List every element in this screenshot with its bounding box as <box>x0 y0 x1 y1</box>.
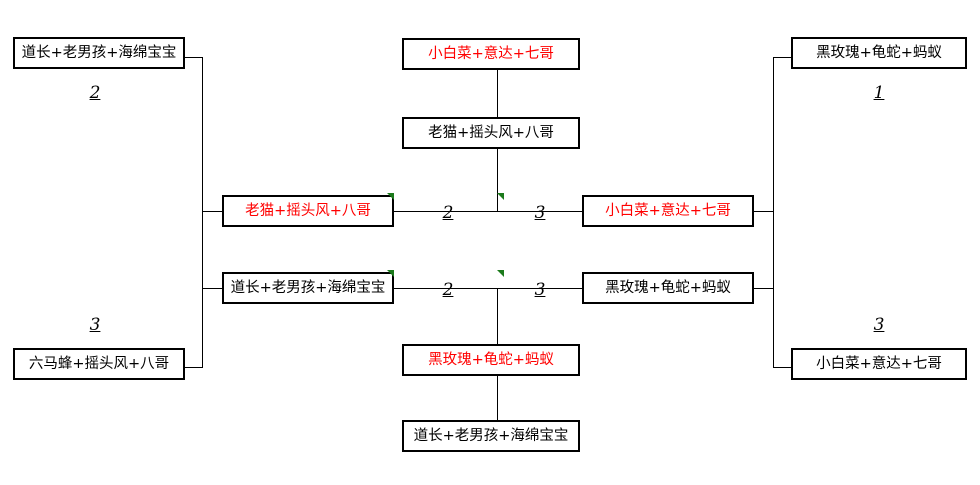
right-bottom-rank: 3 <box>873 315 885 335</box>
left-inner-lower-box[interactable]: 道长+老男孩+海绵宝宝 <box>222 272 394 304</box>
center-lower-match-line <box>394 288 582 289</box>
center-upper-right-rank: 3 <box>534 203 546 223</box>
center-connector-lower-match-3 <box>497 288 498 344</box>
left-inner-upper-box-label: 老猫+摇头风+八哥 <box>245 202 371 219</box>
right-top-rank: 1 <box>873 83 885 103</box>
right-upper-inner-to-spine <box>754 211 774 212</box>
left-top-box-stub <box>185 57 203 58</box>
green-corner-marker-icon-3 <box>497 193 504 200</box>
left-bottom-box[interactable]: 六马蜂+摇头风+八哥 <box>13 348 185 380</box>
left-bottom-box-label: 六马蜂+摇头风+八哥 <box>28 355 170 372</box>
right-outer-spine <box>773 57 774 368</box>
right-bottom-box-stub <box>773 367 791 368</box>
left-bottom-box-stub <box>185 367 203 368</box>
center-lower-right-rank: 3 <box>534 280 546 300</box>
center-box-1[interactable]: 小白菜+意达+七哥 <box>402 38 580 70</box>
center-connector-2-upper-match <box>497 149 498 211</box>
left-spine-to-lower-inner <box>202 288 223 289</box>
left-inner-lower-box-label: 道长+老男孩+海绵宝宝 <box>230 279 386 296</box>
left-top-box-label: 道长+老男孩+海绵宝宝 <box>21 44 177 61</box>
left-inner-upper-box[interactable]: 老猫+摇头风+八哥 <box>222 195 394 227</box>
right-top-box-stub <box>773 57 791 58</box>
right-inner-lower-box-label: 黑玫瑰+龟蛇+蚂蚁 <box>605 279 731 296</box>
center-lower-left-rank: 2 <box>442 280 454 300</box>
right-inner-lower-box[interactable]: 黑玫瑰+龟蛇+蚂蚁 <box>582 272 754 304</box>
right-top-box-label: 黑玫瑰+龟蛇+蚂蚁 <box>816 44 942 61</box>
center-connector-1-2 <box>497 70 498 117</box>
center-box-2[interactable]: 老猫+摇头风+八哥 <box>402 117 580 149</box>
center-box-3-label: 黑玫瑰+龟蛇+蚂蚁 <box>428 351 554 368</box>
right-bottom-box-label: 小白菜+意达+七哥 <box>816 355 942 372</box>
green-corner-marker-icon-1 <box>387 193 394 200</box>
green-corner-marker-icon-4 <box>497 270 504 277</box>
left-top-rank: 2 <box>89 83 101 103</box>
center-connector-3-4 <box>497 376 498 420</box>
center-upper-match-line <box>394 211 582 212</box>
right-inner-upper-box-label: 小白菜+意达+七哥 <box>605 202 731 219</box>
center-upper-left-rank: 2 <box>442 203 454 223</box>
center-box-1-label: 小白菜+意达+七哥 <box>428 45 554 62</box>
left-outer-spine <box>202 57 203 368</box>
center-box-4-label: 道长+老男孩+海绵宝宝 <box>413 427 569 444</box>
right-top-box[interactable]: 黑玫瑰+龟蛇+蚂蚁 <box>791 37 967 69</box>
center-box-4[interactable]: 道长+老男孩+海绵宝宝 <box>402 420 580 452</box>
right-inner-upper-box[interactable]: 小白菜+意达+七哥 <box>582 195 754 227</box>
right-bottom-box[interactable]: 小白菜+意达+七哥 <box>791 348 967 380</box>
left-top-box[interactable]: 道长+老男孩+海绵宝宝 <box>13 37 185 69</box>
green-corner-marker-icon-2 <box>387 270 394 277</box>
center-box-2-label: 老猫+摇头风+八哥 <box>428 124 554 141</box>
left-spine-to-upper-inner <box>202 211 223 212</box>
left-bottom-rank: 3 <box>89 315 101 335</box>
center-box-3[interactable]: 黑玫瑰+龟蛇+蚂蚁 <box>402 344 580 376</box>
right-lower-inner-to-spine <box>754 288 774 289</box>
